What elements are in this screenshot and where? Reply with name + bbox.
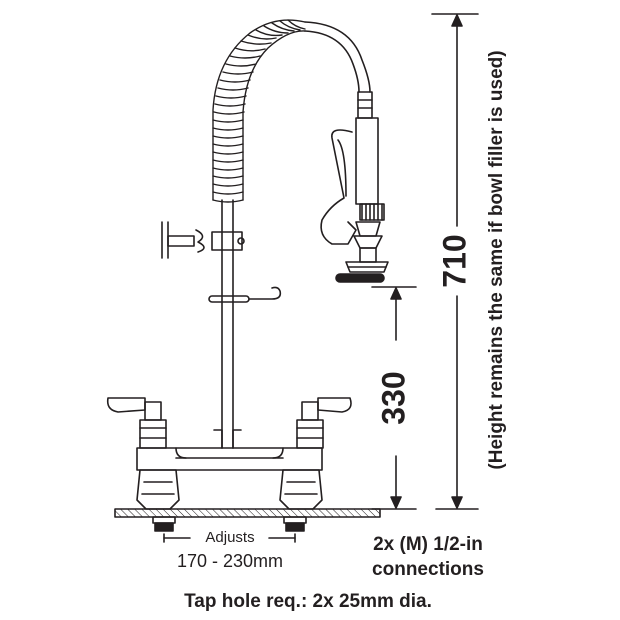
- right-lever-handle: [317, 397, 352, 413]
- right-connection-nut: [283, 516, 307, 532]
- right-base-leg: [279, 469, 323, 510]
- total-height-value: 710: [436, 234, 472, 287]
- hose-hook: [208, 286, 282, 303]
- outlet-height-value: 330: [375, 371, 411, 424]
- left-valve: [139, 401, 167, 449]
- spray-trigger-handle: [320, 129, 357, 245]
- tap-hole-requirement: Tap hole req.: 2x 25mm dia.: [184, 591, 432, 612]
- adjusts-label: Adjusts: [205, 529, 254, 546]
- counter-top: [114, 508, 381, 518]
- connections-label-line1: 2x (M) 1/2-in: [373, 534, 483, 555]
- outlet-height-dimension-line: [371, 286, 417, 510]
- total-height-dimension-line: [431, 13, 479, 510]
- total-height-note: (Height remains the same if bowl filler …: [486, 50, 507, 469]
- spray-head-nozzle: [335, 273, 385, 283]
- flexible-hose: [304, 21, 371, 93]
- right-valve: [296, 401, 324, 449]
- adjust-range-label: 170 - 230mm: [177, 551, 283, 571]
- spring-coil: [212, 19, 306, 203]
- left-lever-handle: [106, 397, 146, 413]
- bridge-body: [136, 447, 323, 471]
- left-base-leg: [136, 469, 180, 510]
- riser-column: [213, 199, 242, 449]
- connections-label-line2: connections: [372, 559, 484, 580]
- wall-bracket: [161, 221, 245, 259]
- adjust-range-dimension: [163, 533, 296, 543]
- left-connection-nut: [152, 516, 176, 532]
- spray-valve: [345, 91, 389, 273]
